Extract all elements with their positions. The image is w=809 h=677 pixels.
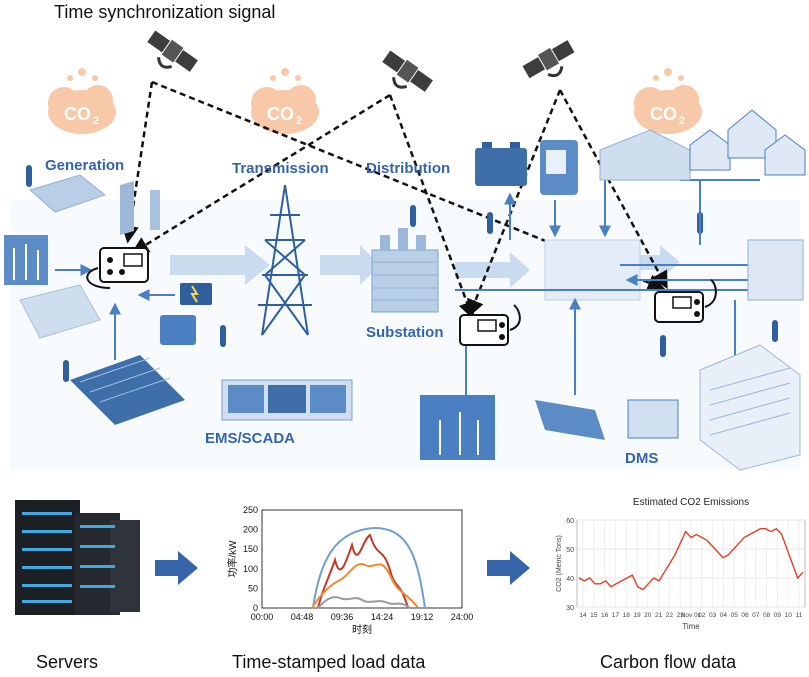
satellite-icon: [522, 40, 575, 79]
co2-x-tick: 17: [612, 612, 620, 619]
load-y-tick: 200: [243, 525, 258, 535]
svg-text:CO: CO: [650, 104, 677, 124]
load-y-tick: 100: [243, 564, 258, 574]
generation-area: [4, 174, 212, 425]
load-series-line: [317, 596, 411, 609]
co2-x-tick: 07: [752, 612, 760, 619]
load-series-line: [317, 533, 409, 609]
load-y-tick: 50: [248, 583, 258, 593]
co2-x-tick: 19: [633, 612, 641, 619]
pmu-meter-icon: [459, 304, 521, 346]
co2-x-tick: 22: [666, 612, 674, 619]
co2-x-tick: 04: [720, 612, 728, 619]
pmu-meter-icon: [654, 279, 717, 323]
svg-text:2: 2: [679, 115, 685, 127]
load-x-label: 时刻: [352, 623, 372, 636]
dms-label: DMS: [625, 450, 659, 467]
substation-label: Substation: [366, 324, 444, 341]
ems-screens: [221, 379, 353, 421]
co2-x-tick: 15: [590, 612, 598, 619]
ems-scada-label: EMS/SCADA: [205, 430, 296, 447]
carbon-flow-caption: Carbon flow data: [600, 652, 737, 672]
distribution-loads: [420, 109, 806, 471]
co2-x-tick: Nov 01: [681, 612, 702, 619]
load-y-tick: 150: [243, 544, 258, 554]
pmu-meter-icon: [86, 247, 149, 289]
co2-y-label: CO2 (Metric Tons): [556, 535, 563, 592]
load-x-tick: 24:00: [451, 612, 474, 622]
load-y-label: 功率/kW: [226, 540, 239, 578]
co2-series-line: [578, 527, 804, 591]
load-x-tick: 14:24: [371, 612, 394, 622]
load-chart: 250 200 150 100 50 000:00 04:48 09:36 14:24 19:12…: [226, 505, 473, 636]
load-series-line: [311, 563, 419, 609]
co2-x-tick: 14: [579, 612, 587, 619]
satellite-icon: [382, 50, 433, 92]
distribution-bus: [455, 175, 800, 400]
svg-text:2: 2: [93, 115, 99, 127]
co2-x-tick: 23: [677, 612, 685, 619]
co2-x-tick: 08: [763, 612, 771, 619]
co2-x-tick: 02: [698, 612, 706, 619]
co2-x-tick: 03: [709, 612, 717, 619]
co2-y-tick: 60: [566, 518, 574, 525]
co2-x-label: Time: [682, 622, 700, 631]
load-y-tick: 250: [243, 505, 258, 515]
load-x-tick: 04:48: [291, 612, 314, 622]
co2-x-tick: 21: [655, 612, 663, 619]
distribution-label: Distribution: [366, 160, 451, 177]
load-x-tick: 09:36: [331, 612, 354, 622]
pipeline-arrow: [155, 551, 530, 585]
satellite-icon: [147, 30, 198, 72]
co2-x-tick: 05: [731, 612, 739, 619]
load-y-tick: 0: [253, 603, 258, 613]
load-x-tick: 00:00: [251, 612, 274, 622]
time-sync-label: Time synchronization signal: [54, 2, 276, 22]
generation-label: Generation: [45, 157, 125, 174]
svg-text:CO: CO: [267, 104, 294, 124]
co2-x-tick: 16: [601, 612, 609, 619]
load-series-line: [312, 526, 426, 609]
co2-x-tick: 20: [644, 612, 652, 619]
co2-x-tick: 09: [774, 612, 782, 619]
load-x-tick: 19:12: [411, 612, 434, 622]
co2-x-tick: 06: [741, 612, 749, 619]
co2-y-tick: 30: [566, 605, 574, 612]
transmission-tower: [258, 184, 312, 336]
svg-text:CO: CO: [64, 104, 91, 124]
svg-text:2: 2: [296, 115, 302, 127]
co2-y-tick: 50: [566, 547, 574, 554]
co2-chart-title: Estimated CO2 Emissions: [633, 497, 749, 508]
co2-x-tick: 11: [796, 612, 803, 619]
co2-y-tick: 40: [566, 576, 574, 583]
load-plot-area: [261, 509, 463, 609]
co2-x-tick: 10: [785, 612, 793, 619]
substation: [371, 228, 439, 313]
servers-icon: [15, 500, 140, 615]
power-flow-arrows: [170, 245, 680, 288]
servers-caption: Servers: [36, 652, 99, 672]
load-data-caption: Time-stamped load data: [232, 652, 426, 672]
co2-x-tick: 18: [623, 612, 631, 619]
transmission-label: Transmission: [232, 160, 329, 177]
